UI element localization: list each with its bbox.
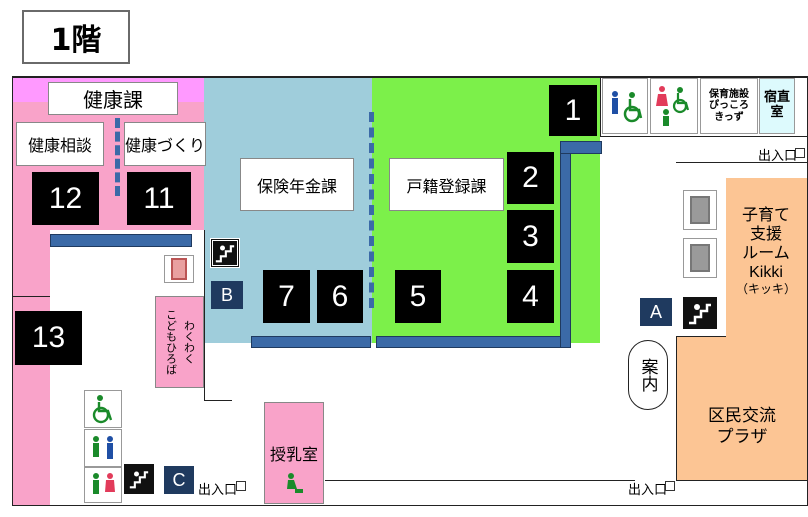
restroom-female — [84, 467, 122, 503]
zone-plaza — [676, 336, 808, 480]
counter-6: 6 — [317, 270, 363, 323]
entrance-marker-icon — [665, 481, 675, 491]
childcare-line2: 支援 — [749, 224, 782, 244]
wall-line — [204, 400, 232, 401]
health-consultation-label: 健康相談 — [16, 122, 104, 166]
counter-12: 12 — [32, 172, 99, 225]
childcare-line1: 子育て — [741, 205, 790, 224]
stairs-icon — [210, 238, 240, 268]
counter-3: 3 — [507, 210, 554, 263]
elevator-icon — [683, 238, 717, 278]
stairs-icon — [683, 297, 717, 329]
wall-line — [12, 296, 50, 297]
night-duty-room: 宿直 室 — [759, 78, 795, 134]
wall-line — [676, 336, 677, 480]
marker-c: C — [164, 466, 194, 494]
nursery-line1: 保育施設 — [709, 88, 749, 100]
health-promotion-label: 健康づくり — [124, 122, 206, 166]
family-registry-label: 戸籍登録課 — [389, 158, 504, 211]
information-line: 案内 — [637, 358, 658, 392]
entrance-southeast: 出入口 — [628, 483, 668, 498]
wheelchair-icon — [92, 395, 113, 424]
entrance-northeast: 出入口 — [758, 149, 798, 164]
childcare-line5: （キッキ） — [735, 281, 796, 296]
dashed-divider-health — [115, 118, 120, 196]
restroom-male — [84, 429, 122, 467]
childcare-line4: Kikki — [749, 263, 783, 281]
counter-13: 13 — [15, 311, 82, 365]
nursing-room-label: 授乳室 — [269, 445, 318, 464]
accessible-restroom — [84, 390, 122, 428]
information-desk: 案内 — [628, 340, 668, 410]
kids-plaza-line1: わくわく — [182, 320, 196, 364]
restroom-male-accessible — [602, 78, 648, 134]
partition-bottom-right — [376, 336, 571, 348]
insurance-pension-label: 保険年金課 — [240, 158, 354, 211]
kids-plaza: わくわく こどもひろば — [155, 296, 204, 388]
elevator-icon — [164, 255, 194, 283]
childcare-line3: ルーム — [742, 243, 790, 263]
counter-7: 7 — [263, 270, 310, 323]
health-department-label: 健康課 — [48, 82, 178, 115]
entrance-marker-icon — [795, 148, 805, 158]
partition-bottom-left — [251, 336, 371, 348]
restroom-female-icon — [93, 473, 115, 494]
wall-line — [600, 76, 601, 136]
community-plaza-label: 区民交流 プラザ — [680, 406, 804, 449]
wall-line — [204, 230, 205, 400]
restroom-male-icon — [93, 436, 113, 459]
partition-right-top — [560, 141, 602, 154]
floor-title: 1階 — [22, 10, 130, 64]
wall-line — [676, 162, 808, 163]
dashed-divider-counters — [369, 112, 374, 308]
plaza-line2: プラザ — [716, 427, 768, 448]
night-duty-line1: 宿直 — [763, 90, 790, 106]
wall-line — [600, 136, 808, 137]
wall-line — [325, 480, 635, 481]
plaza-line1: 区民交流 — [708, 406, 776, 426]
zone-childcare-room — [726, 178, 808, 336]
marker-a: A — [640, 298, 672, 326]
counter-11: 11 — [127, 172, 191, 225]
marker-b: B — [211, 281, 243, 309]
stairs-icon — [124, 464, 154, 494]
restroom-male-icon — [612, 91, 643, 123]
counter-2: 2 — [507, 152, 554, 204]
wall-line — [676, 336, 726, 337]
childcare-room-label: 子育て 支援 ルーム Kikki （キッキ） — [728, 205, 804, 296]
counter-4: 4 — [507, 270, 554, 323]
elevator-icon — [683, 190, 717, 230]
counter-5: 5 — [395, 270, 441, 323]
night-duty-line2: 室 — [770, 105, 784, 120]
restroom-female-accessible — [650, 78, 698, 134]
entrance-marker-icon — [236, 481, 246, 491]
entrance-south: 出入口 — [198, 483, 238, 498]
zone-pink-left — [12, 230, 50, 505]
wall-line — [676, 480, 808, 481]
partition-health — [50, 234, 192, 247]
partition-right-vertical — [560, 150, 571, 348]
counter-1: 1 — [549, 85, 597, 136]
nursery-line2: ぴっころ — [709, 100, 749, 112]
kids-plaza-line2: こどもひろば — [164, 309, 178, 375]
restroom-female-icon — [656, 86, 690, 126]
nursing-icon — [287, 473, 303, 493]
nursery-line3: きっず — [714, 111, 744, 123]
nursing-room: 授乳室 — [264, 402, 324, 504]
nursery-piccolo-kids: 保育施設 ぴっころ きっず — [700, 78, 758, 134]
